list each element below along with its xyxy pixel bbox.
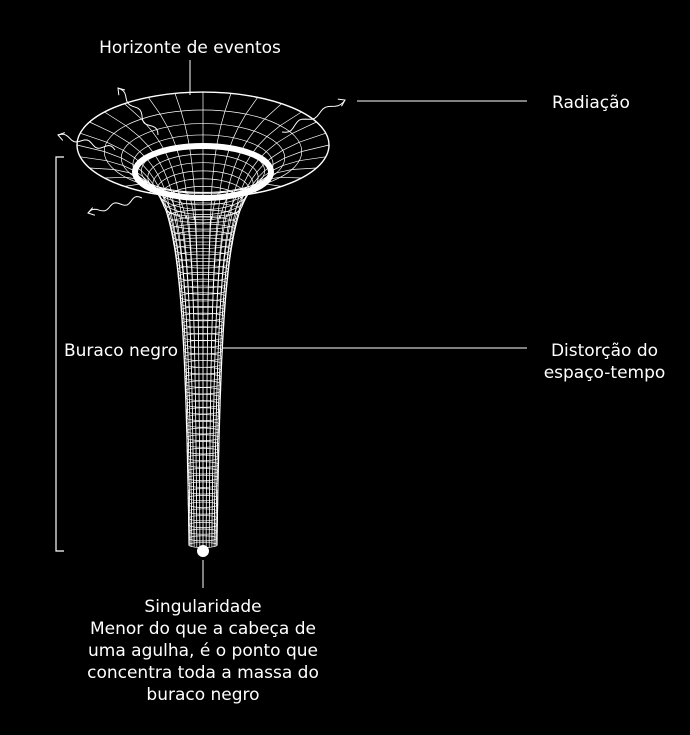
funnel-meridian <box>89 121 191 544</box>
funnel-meridian <box>215 167 317 547</box>
singularity-point <box>197 545 209 557</box>
funnel-meridian <box>208 97 258 543</box>
funnel-meridian <box>205 93 232 543</box>
funnel-meridian <box>80 132 190 545</box>
singularity-desc-line4: buraco negro <box>146 685 260 705</box>
radiation-arrowhead <box>337 98 346 107</box>
event-horizon-label: Horizonte de eventos <box>99 38 281 58</box>
singularity-desc-line1: Menor do que a cabeça de <box>90 619 316 639</box>
radiation-wave <box>281 99 346 133</box>
radiation-wave <box>87 195 143 214</box>
radiation-wave <box>117 87 159 136</box>
funnel-meridian <box>124 183 195 547</box>
singularity-label: Singularidade Menor do que a cabeça de u… <box>78 596 328 706</box>
event-horizon-bright-ring <box>132 143 274 201</box>
funnel-meridian <box>216 156 326 546</box>
funnel-meridian <box>211 103 282 543</box>
distortion-label-line1: Distorção do <box>550 341 659 361</box>
funnel-meridian <box>174 93 201 543</box>
black-hole-label: Buraco negro <box>64 341 179 361</box>
funnel-meridian <box>211 183 282 547</box>
singularity-title: Singularidade <box>144 597 262 617</box>
black-hole-bracket <box>55 156 64 552</box>
singularity-desc-line2: uma agulha, é o ponto que <box>88 641 318 661</box>
radiation-arrowhead <box>117 87 126 96</box>
radiation-wave <box>57 133 116 151</box>
radiation-arrowhead <box>57 132 65 141</box>
radiation-arrows <box>57 87 346 216</box>
funnel-meridian <box>76 144 190 546</box>
event-horizon-ring <box>132 143 274 201</box>
funnel-meridian <box>213 111 302 544</box>
funnel-meridian <box>215 121 317 544</box>
funnel-meridian <box>216 144 330 546</box>
radiation-arrowhead <box>87 207 96 216</box>
spacetime-funnel <box>76 91 330 548</box>
funnel-meridian <box>216 132 326 545</box>
distortion-label-line2: espaço-tempo <box>543 363 666 383</box>
funnel-meridian <box>124 103 195 543</box>
distortion-label: Distorção do espaço-tempo <box>537 340 672 384</box>
singularity-desc-line3: concentra toda a massa do <box>87 663 319 683</box>
funnel-meridian <box>148 97 198 543</box>
funnel-meridian <box>104 111 193 544</box>
radiation-label: Radiação <box>552 93 630 113</box>
